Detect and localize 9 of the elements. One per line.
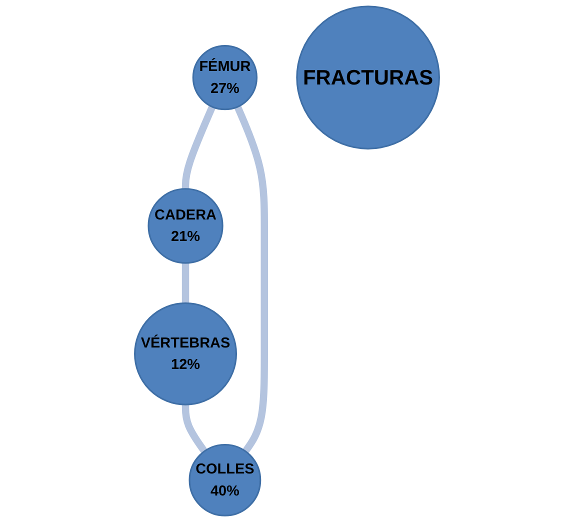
connector [182, 105, 216, 190]
node-circle: COLLES 40% [188, 444, 262, 516]
node-circle: VÉRTEBRAS 12% [134, 302, 238, 406]
node-circle: CADERA 21% [148, 188, 224, 264]
node-circle: FRACTURAS [296, 6, 440, 150]
connector [182, 404, 208, 454]
node-circle: FÉMUR 27% [192, 44, 258, 110]
connector [182, 262, 190, 304]
connector [234, 105, 268, 454]
